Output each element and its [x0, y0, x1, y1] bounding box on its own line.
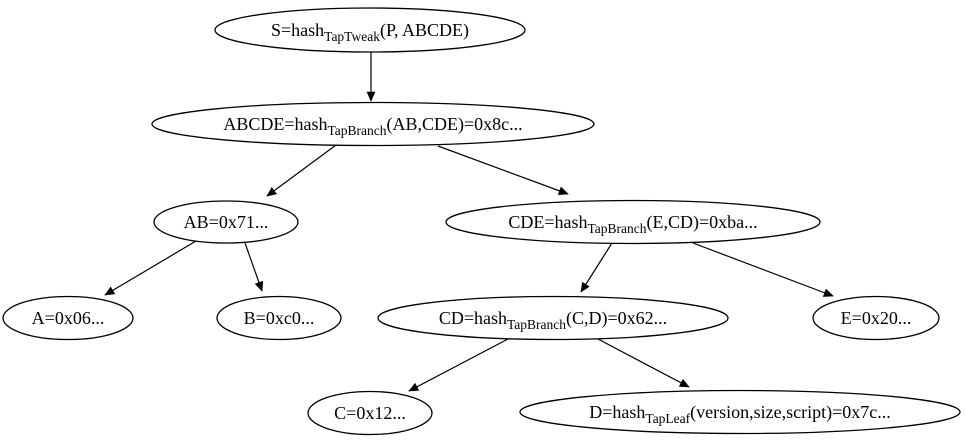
- node-CDE-label: CDE=hashTapBranch(E,CD)=0xba...: [508, 212, 757, 236]
- edge-CD-D: [597, 338, 690, 388]
- node-C: C=0x12...: [307, 390, 433, 436]
- edge-CDE-E: [692, 242, 834, 297]
- node-S-label: S=hashTapTweak(P, ABCDE): [271, 20, 469, 44]
- node-CDE: CDE=hashTapBranch(E,CD)=0xba...: [445, 199, 821, 245]
- node-D-label: D=hashTapLeaf(version,size,script)=0x7c.…: [589, 402, 891, 426]
- node-C-label: C=0x12...: [334, 403, 406, 423]
- edge-CDE-CD: [580, 242, 613, 293]
- edge-AB-B: [244, 242, 264, 292]
- node-E-label: E=0x20...: [841, 308, 912, 328]
- edges: [104, 52, 834, 392]
- node-A: A=0x06...: [2, 295, 134, 341]
- edge-CD-C: [408, 338, 509, 392]
- edge-AB-A: [104, 240, 197, 296]
- node-ABCDE-label: ABCDE=hashTapBranch(AB,CDE)=0x8c...: [223, 114, 522, 138]
- node-B: B=0xc0...: [216, 295, 342, 341]
- edge-ABCDE-AB: [266, 144, 337, 197]
- node-B-label: B=0xc0...: [244, 308, 315, 328]
- node-CD: CD=hashTapBranch(C,D)=0x62...: [377, 295, 729, 341]
- edge-ABCDE-CDE: [437, 145, 569, 195]
- node-A-label: A=0x06...: [32, 308, 105, 328]
- node-S: S=hashTapTweak(P, ABCDE): [214, 7, 526, 53]
- node-AB: AB=0x71...: [153, 200, 299, 244]
- node-ABCDE: ABCDE=hashTapBranch(AB,CDE)=0x8c...: [151, 101, 595, 147]
- node-AB-label: AB=0x71...: [184, 212, 269, 232]
- nodes: S=hashTapTweak(P, ABCDE) ABCDE=hashTapBr…: [2, 7, 961, 436]
- node-E: E=0x20...: [812, 295, 940, 341]
- node-D: D=hashTapLeaf(version,size,script)=0x7c.…: [519, 389, 961, 435]
- node-CD-label: CD=hashTapBranch(C,D)=0x62...: [439, 308, 667, 332]
